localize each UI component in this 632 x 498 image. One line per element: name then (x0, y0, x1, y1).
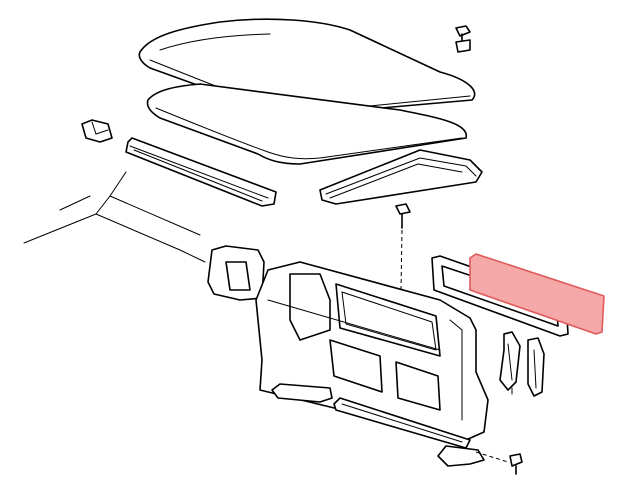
cab-outline (23, 171, 206, 263)
window-glass (469, 253, 605, 335)
latch-link-right (527, 337, 545, 397)
rear-seal-strip (319, 149, 483, 205)
roof-cap-inner (146, 83, 468, 165)
hinge-clip (81, 119, 113, 143)
base-rail-left (271, 383, 333, 403)
latch-link-left (499, 331, 521, 395)
side-gasket (207, 245, 265, 301)
base-rail-center (333, 397, 471, 449)
bottom-bolt (509, 453, 523, 475)
roof-bolt (455, 25, 471, 53)
corner-bracket (437, 445, 509, 467)
front-seal-strip (125, 137, 277, 207)
